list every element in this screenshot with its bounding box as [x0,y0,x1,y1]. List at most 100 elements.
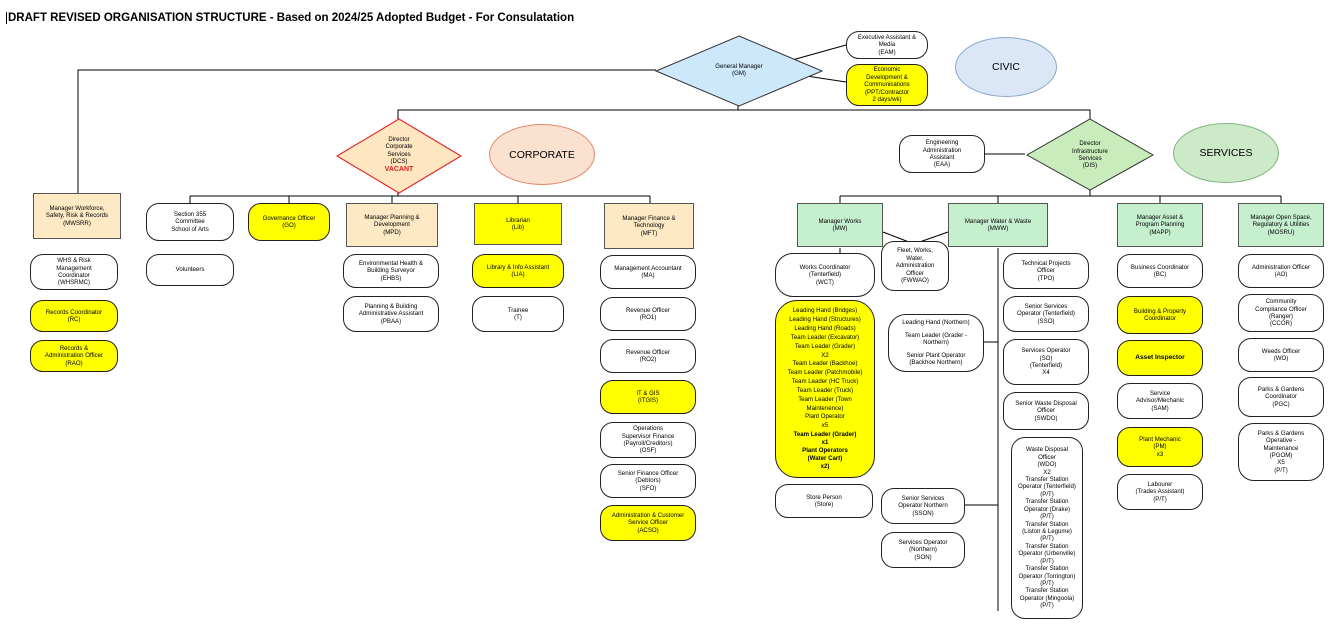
vacant-label: VACANT [384,165,414,173]
general-manager-label: General Manager(GM) [715,62,763,77]
list-item: Operator (Urbenville) [1018,550,1076,558]
list-item: Operator (Mingoola) [1019,594,1075,602]
list-item: Plant Operator [805,413,845,421]
list-item: (P/T) [1040,602,1054,610]
works-crew-list: Leading Hand (Bridges)Leading Hand (Stru… [788,307,863,431]
list-item: Plant Operators [802,446,848,454]
administration-officer-box[interactable]: Administration Officer(AO) [1238,254,1324,288]
director-infrastructure-shape [1025,118,1155,191]
list-item: Team Leader (Truck) [796,386,854,394]
manager-workforce-box[interactable]: Manager Workforce,Safety, Risk & Records… [33,193,121,239]
list-item: Team Leader (HC Truck) [791,378,859,386]
list-item: Leading Hand (Bridges) [792,307,858,315]
revenue-officer-2-box[interactable]: Revenue Officer(RO2) [600,339,696,373]
list-item: Transfer Station [1025,565,1069,573]
list-item: Maintenence) [806,404,844,412]
manager-water-waste-box[interactable]: Manager Water & Waste(MWW) [948,203,1048,247]
list-item: X2 [1043,468,1051,476]
records-admin-officer-box[interactable]: Records &Administration Officer(RAO) [30,340,118,372]
labourer-box[interactable]: Labourer(Trades Assistant)(P/T) [1117,474,1203,510]
list-item: (Liston & Legume) [1022,528,1072,535]
list-item: Operator (Torrington) [1018,572,1076,580]
plant-mechanic-box[interactable]: Plant Mechanic(PM)x3 [1117,427,1203,467]
list-item: Team Leader (Patchmobile) [787,369,863,377]
list-item: (P/T) [1040,513,1054,521]
list-item: Transfer Station [1025,542,1069,550]
records-coordinator-box[interactable]: Records Coordinator(RC) [30,300,118,332]
list-item: (P/T) [1040,490,1054,498]
asset-inspector-box[interactable]: Asset Inspector [1117,340,1203,376]
list-item: (Water Cart) [807,454,843,462]
environmental-health-box[interactable]: Environmental Health &Building Surveyor(… [343,254,439,288]
librarian-box[interactable]: Librarian(Lib) [474,203,562,245]
manager-works-box[interactable]: Manager Works(MW) [797,203,883,247]
senior-finance-officer-box[interactable]: Senior Finance Officer(Debtors)(SFO) [600,464,696,498]
director-corporate-shape [335,118,463,194]
management-accountant-box[interactable]: Management Accountant(MA) [600,255,696,289]
list-item: (WDO) [1037,461,1057,469]
list-item: (P/T) [1040,579,1054,587]
list-item: Operator (Drake) [1023,505,1071,513]
list-item: Team Leader (Backhoe) [792,360,858,368]
business-coordinator-box[interactable]: Business Coordinator(BC) [1117,254,1203,288]
services-operator-tenterfield-box[interactable]: Services Operator(SO)(Tenterfield)X4 [1003,339,1089,385]
it-gis-box[interactable]: IT & GIS(ITGIS) [600,380,696,414]
list-item: Team Leader (Grader) [794,342,856,350]
works-crew-box[interactable]: Leading Hand (Bridges)Leading Hand (Stru… [775,300,875,478]
list-item: Officer [1038,453,1056,461]
list-item: Operator (Tenterfield) [1018,483,1076,491]
list-item: (P/T) [1040,557,1054,565]
services-operator-northern-box[interactable]: Services Operator(Northern)(SON) [881,532,965,568]
general-manager-shape [654,35,824,107]
manager-open-space-box[interactable]: Manager Open Space,Regulatory & Utilitie… [1238,203,1324,247]
list-item: X2 [821,351,829,359]
governance-officer-box[interactable]: Governance Officer(GO) [248,203,330,241]
page-title: DRAFT REVISED ORGANISATION STRUCTURE - B… [6,12,575,24]
civic-section-label: CIVIC [955,37,1057,97]
list-item: Leading Hand (Structures) [789,316,861,324]
list-item: Leading Hand (Roads) [794,325,856,333]
list-item: (P/T) [1040,535,1054,543]
list-item: x1 [821,438,829,446]
volunteers-box[interactable]: Volunteers [146,254,234,286]
manager-asset-program-box[interactable]: Manager Asset &Program Planning(MAPP) [1117,203,1203,247]
list-item: Waste Disposal [1025,446,1069,454]
northern-crew-box[interactable]: Leading Hand (Northern) Team Leader (Gra… [888,314,984,372]
manager-planning-box[interactable]: Manager Planning &Development(MPD) [346,203,438,247]
revenue-officer-1-box[interactable]: Revenue Officer(RO1) [600,297,696,331]
store-person-box[interactable]: Store Person(Store) [775,484,873,518]
list-item: Team Leader (Excavator) [790,333,860,341]
executive-assistant-media-box[interactable]: Executive Assistant &Media(EAM) [846,31,928,59]
manager-finance-box[interactable]: Manager Finance &Technology(MFT) [604,203,694,249]
trainee-box[interactable]: Trainee(T) [472,296,564,332]
list-item: Transfer Station [1025,587,1069,595]
weeds-officer-box[interactable]: Weeds Officer(WO) [1238,338,1324,372]
works-coordinator-box[interactable]: Works Coordinator(Tenterfield)(WCT) [775,253,875,297]
list-item: Team Leader (Grader) [793,430,857,438]
library-info-assistant-box[interactable]: Library & Info Assistant(LIA) [472,254,564,288]
list-item: Team Leader (Town [798,395,852,403]
